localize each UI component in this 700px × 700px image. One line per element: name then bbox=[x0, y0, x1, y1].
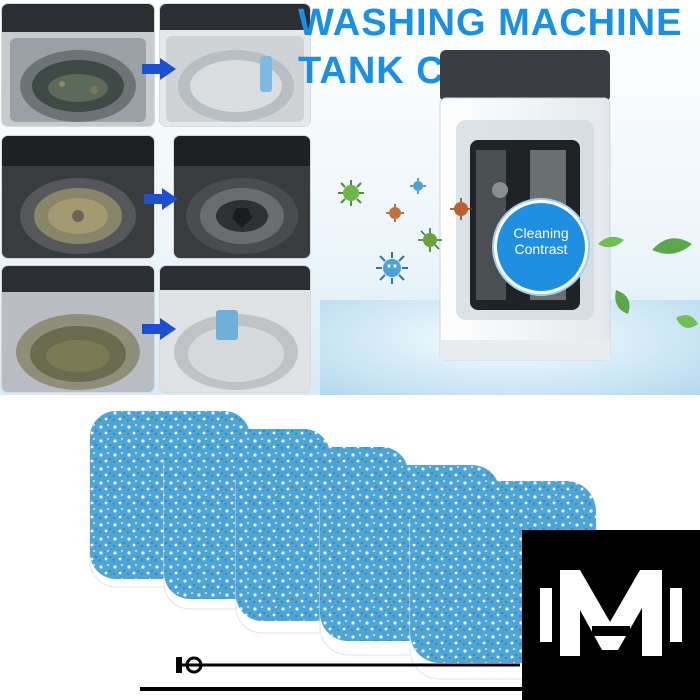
badge-line-2: Contrast bbox=[514, 241, 568, 257]
germ-icon bbox=[410, 178, 426, 194]
headline-line-1: WASHING MACHINE bbox=[298, 2, 683, 44]
after-photo-2 bbox=[174, 136, 310, 258]
arrow-right-icon bbox=[142, 318, 176, 340]
before-photo-3 bbox=[2, 266, 154, 392]
brand-logo bbox=[522, 530, 700, 700]
after-photo-3 bbox=[160, 266, 310, 392]
germ-icon bbox=[386, 204, 404, 222]
arrow-right-icon bbox=[144, 188, 178, 210]
cleaning-contrast-badge: Cleaning Contrast bbox=[494, 200, 588, 294]
before-photo-1 bbox=[2, 4, 154, 126]
germ-icon bbox=[418, 228, 442, 252]
leaf-icon bbox=[652, 238, 692, 254]
arrow-right-icon bbox=[142, 58, 176, 80]
germ-icon bbox=[338, 180, 364, 206]
leaf-icon bbox=[615, 290, 630, 314]
before-photo-2 bbox=[2, 136, 154, 258]
leaf-icon bbox=[598, 236, 624, 248]
after-photo-1 bbox=[160, 4, 310, 126]
germ-icon bbox=[376, 252, 408, 284]
germ-icon bbox=[450, 198, 472, 220]
leaf-icon bbox=[676, 315, 698, 328]
badge-line-1: Cleaning bbox=[513, 225, 569, 241]
